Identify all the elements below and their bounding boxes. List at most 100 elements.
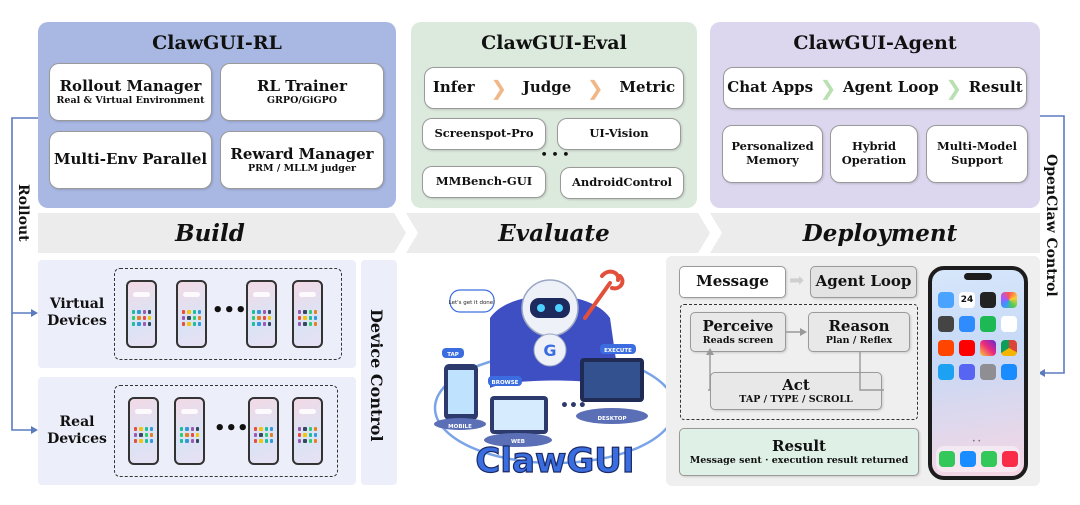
- real-devices-ellipsis: •••: [214, 418, 249, 439]
- stage-band: [38, 213, 1040, 253]
- device-phone-icon: [126, 280, 157, 348]
- agent-pipeline-box: Chat Apps ❯ Agent Loop ❯ Result: [723, 67, 1027, 109]
- svg-text:WEB: WEB: [511, 439, 525, 445]
- robot-body: [533, 333, 567, 367]
- pipeline-judge: Judge: [522, 78, 572, 97]
- messages-app-icon: [980, 451, 997, 467]
- clawgui-eval-title: ClawGUI-Eval: [481, 32, 627, 54]
- youtube-app-icon: [959, 340, 975, 356]
- reason-box: Reason Plan / Reflex: [808, 312, 910, 352]
- photos-app-icon: [1001, 292, 1017, 308]
- feature-line: Operation: [841, 153, 907, 167]
- result-sub: Message sent · execution result returned: [689, 454, 909, 466]
- iphone-mockup: 24 • •: [928, 266, 1028, 480]
- label-line: Real: [59, 414, 95, 430]
- pipeline-infer: Infer: [432, 78, 475, 97]
- claw-icon: [583, 269, 625, 320]
- agent-loop-group: [680, 304, 918, 420]
- benchmark-mmbench-gui: MMBench-GUI: [422, 166, 546, 198]
- device-phone-icon: [176, 280, 207, 348]
- label-line: Devices: [47, 312, 107, 329]
- benchmark-androidcontrol: AndroidControl: [560, 167, 684, 199]
- app-store-icon: [1001, 364, 1017, 380]
- device-phone-icon: [246, 280, 277, 348]
- pipeline-chat-apps: Chat Apps: [727, 78, 814, 97]
- device-phone-icon: [128, 397, 159, 465]
- benchmark-label: UI-Vision: [589, 126, 649, 141]
- benchmark-label: Screenspot-Pro: [434, 126, 534, 141]
- rollout-label: Rollout: [15, 178, 31, 248]
- feature-multi-model-support: Multi-Model Support: [926, 125, 1028, 183]
- svg-text:Let's get it done!: Let's get it done!: [449, 300, 496, 306]
- rl-trainer-box: RL Trainer GRPO/GiGPO: [220, 63, 384, 121]
- instagram-app-icon: [980, 340, 996, 356]
- phone-dock: [936, 446, 1020, 472]
- page-dots: • •: [972, 438, 981, 445]
- twitter-app-icon: [938, 364, 954, 380]
- message-label: Message: [696, 272, 769, 291]
- svg-text:DESKTOP: DESKTOP: [597, 416, 626, 422]
- weather-app-icon: [938, 292, 954, 308]
- device-control-panel: [361, 260, 397, 485]
- svg-text:•••: •••: [560, 398, 587, 414]
- chevron-right-icon: ❯: [490, 76, 508, 100]
- app-grid: 24: [938, 292, 1020, 380]
- perceive-box: Perceive Reads screen: [690, 312, 786, 352]
- virtual-devices-ellipsis: •••: [212, 300, 247, 321]
- label-line: Devices: [47, 430, 107, 447]
- result-title: Result: [772, 436, 826, 455]
- result-box: Result Message sent · execution result r…: [679, 428, 919, 476]
- chevron-right-icon: ❯: [819, 76, 837, 100]
- eval-pipeline-box: Infer ❯ Judge ❯ Metric: [424, 67, 684, 109]
- chrome-app-icon: [1001, 340, 1017, 356]
- reward-manager-box: Reward Manager PRM / MLLM judger: [220, 131, 384, 189]
- band-deployment: Deployment: [802, 220, 958, 247]
- rl-trainer-title: RL Trainer: [257, 76, 347, 95]
- svg-text:EXECUTE: EXECUTE: [604, 348, 632, 354]
- device-phone-icon: [174, 397, 205, 465]
- device-phone-icon: [248, 397, 279, 465]
- perceive-sub: Reads screen: [702, 334, 774, 346]
- pipeline-result: Result: [968, 78, 1023, 97]
- rl-trainer-sub: GRPO/GiGPO: [266, 94, 338, 106]
- real-devices-label: Real Devices: [40, 414, 114, 448]
- spotify-app-icon: [980, 316, 996, 332]
- svg-text:BROWSE: BROWSE: [492, 380, 519, 386]
- arrow-right-icon: ➡: [789, 270, 805, 291]
- safari-app-icon: [959, 451, 976, 467]
- loop-arrows: [706, 328, 884, 391]
- clawgui-rl-title: ClawGUI-RL: [152, 32, 282, 54]
- device-phone-icon: [292, 280, 323, 348]
- feature-hybrid-operation: Hybrid Operation: [830, 125, 918, 183]
- settings-app-icon: [980, 364, 996, 380]
- phone-app-icon: [938, 451, 955, 467]
- act-box: Act TAP / TYPE / SCROLL: [710, 372, 882, 410]
- clawgui-logo: ClawGUI: [475, 441, 634, 481]
- act-title: Act: [782, 375, 810, 394]
- perceive-title: Perceive: [702, 316, 774, 335]
- act-sub: TAP / TYPE / SCROLL: [739, 393, 853, 405]
- feature-line: Multi-Model: [936, 139, 1018, 154]
- device-phone-icon: [292, 397, 323, 465]
- rollout-manager-title: Rollout Manager: [59, 76, 202, 95]
- reddit-app-icon: [938, 340, 954, 356]
- feature-line: Support: [951, 153, 1003, 167]
- reason-sub: Plan / Reflex: [825, 334, 893, 346]
- reason-title: Reason: [828, 316, 890, 335]
- virtual-devices-label: Virtual Devices: [40, 296, 114, 330]
- message-box: Message: [679, 266, 786, 298]
- feature-line: Personalized: [731, 139, 814, 154]
- clock-app-icon: [980, 292, 996, 308]
- chevron-right-icon: ❯: [586, 76, 604, 100]
- benchmark-ui-vision: UI-Vision: [557, 118, 681, 150]
- rollout-manager-sub: Real & Virtual Environment: [56, 94, 205, 106]
- agent-loop-box: Agent Loop: [810, 266, 917, 298]
- benchmark-label: AndroidControl: [571, 175, 673, 190]
- svg-text:G: G: [543, 341, 556, 360]
- camera-app-icon: [938, 316, 954, 332]
- clawgui-agent-title: ClawGUI-Agent: [793, 32, 957, 54]
- pipeline-agent-loop: Agent Loop: [842, 78, 939, 97]
- music-app-icon: [1001, 451, 1018, 467]
- feature-personalized-memory: Personalized Memory: [722, 125, 823, 183]
